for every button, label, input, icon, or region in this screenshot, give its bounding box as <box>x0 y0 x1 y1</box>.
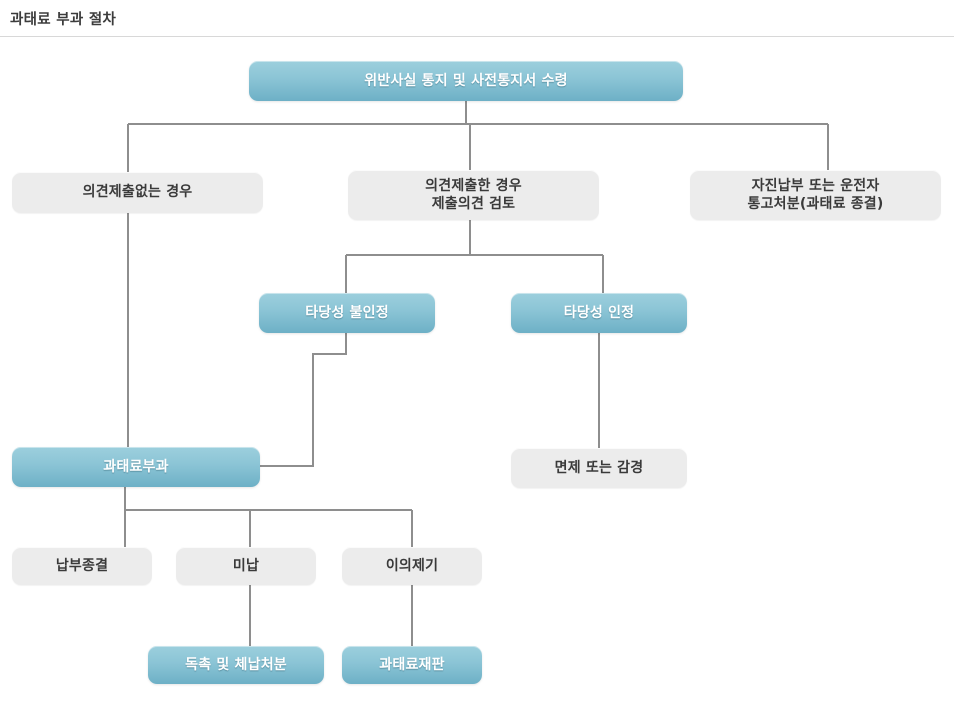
page-title: 과태료 부과 절차 <box>10 12 117 28</box>
flow-node-n13[interactable]: 과태료재판 <box>342 646 482 684</box>
flow-node-n1[interactable]: 위반사실 통지 및 사전통지서 수령 <box>249 61 683 101</box>
flow-node-n5[interactable]: 타당성 불인정 <box>259 293 435 333</box>
flow-node-n10[interactable]: 미납 <box>176 547 316 585</box>
flow-node-n6[interactable]: 타당성 인정 <box>511 293 687 333</box>
flow-node-n3[interactable]: 의견제출한 경우 제출의견 검토 <box>348 170 599 220</box>
flow-node-n2[interactable]: 의견제출없는 경우 <box>12 172 263 213</box>
connector-layer <box>124 101 829 646</box>
connector-n5-to-n7 <box>260 333 347 467</box>
flow-node-n12[interactable]: 독촉 및 체납처분 <box>148 646 324 684</box>
flow-node-n4[interactable]: 자진납부 또는 운전자 통고처분(과태료 종결) <box>690 170 941 220</box>
flow-node-n11[interactable]: 이의제기 <box>342 547 482 585</box>
flow-node-n7[interactable]: 과태료부과 <box>12 447 260 487</box>
flow-node-n8[interactable]: 면제 또는 감경 <box>511 448 687 488</box>
page-header: 과태료 부과 절차 <box>0 0 954 37</box>
flow-node-n9[interactable]: 납부종결 <box>12 547 152 585</box>
